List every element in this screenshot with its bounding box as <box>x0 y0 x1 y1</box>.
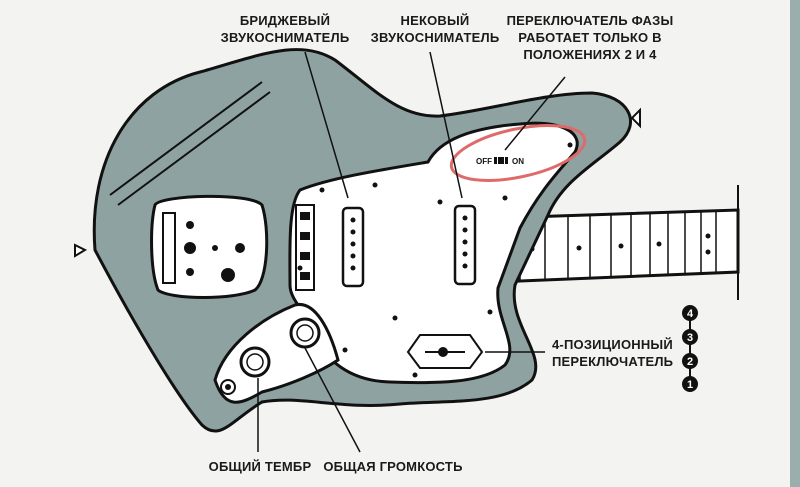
position-3: 3 <box>687 332 693 344</box>
selector-switch <box>406 334 484 369</box>
highlight-circle <box>449 124 587 182</box>
neck-pickup-label: НЕКОВЫЙ ЗВУКОСНИМАТЕЛЬ <box>355 12 515 46</box>
bridge-pickup <box>341 206 365 288</box>
upper-control-plate <box>150 194 269 299</box>
bridge <box>295 204 315 291</box>
bridge-pickup-label: БРИДЖЕВЫЙ ЗВУКОСНИМАТЕЛЬ <box>205 12 365 46</box>
label-line: НЕКОВЫЙ <box>400 13 470 28</box>
switch-on-label: ON <box>512 157 524 166</box>
label-line: ЗВУКОСНИМАТЕЛЬ <box>370 30 500 45</box>
label-line: БРИДЖЕВЫЙ <box>239 13 331 28</box>
label-line: РАБОТАЕТ ТОЛЬКО В <box>518 30 662 45</box>
volume-knob <box>289 317 321 349</box>
output-jack <box>220 379 236 395</box>
phase-switch <box>494 157 508 164</box>
label-line: ПОЛОЖЕНИЯХ 2 И 4 <box>523 47 657 62</box>
position-indicator: 4 3 2 1 <box>682 305 698 392</box>
phase-switch-label: ПЕРЕКЛЮЧАТЕЛЬ ФАЗЫ РАБОТАЕТ ТОЛЬКО В ПОЛ… <box>505 12 675 63</box>
neck-pickup <box>453 204 477 286</box>
tone-knob <box>239 346 271 378</box>
volume-label: ОБЩАЯ ГРОМКОСТЬ <box>323 459 463 474</box>
label-line: ПЕРЕКЛЮЧАТЕЛЬ <box>552 354 674 369</box>
label-line: 4-ПОЗИЦИОННЫЙ <box>552 337 673 352</box>
selector-label: 4-ПОЗИЦИОННЫЙ ПЕРЕКЛЮЧАТЕЛЬ <box>552 336 673 370</box>
position-2: 2 <box>687 356 693 368</box>
neck <box>493 185 740 300</box>
label-line: ПЕРЕКЛЮЧАТЕЛЬ ФАЗЫ <box>506 13 674 28</box>
position-4: 4 <box>687 308 694 320</box>
label-line: ЗВУКОСНИМАТЕЛЬ <box>220 30 350 45</box>
border-strip <box>790 0 800 487</box>
switch-off-label: OFF <box>476 157 492 166</box>
position-1: 1 <box>687 379 693 391</box>
tone-label: ОБЩИЙ ТЕМБР <box>208 459 312 474</box>
